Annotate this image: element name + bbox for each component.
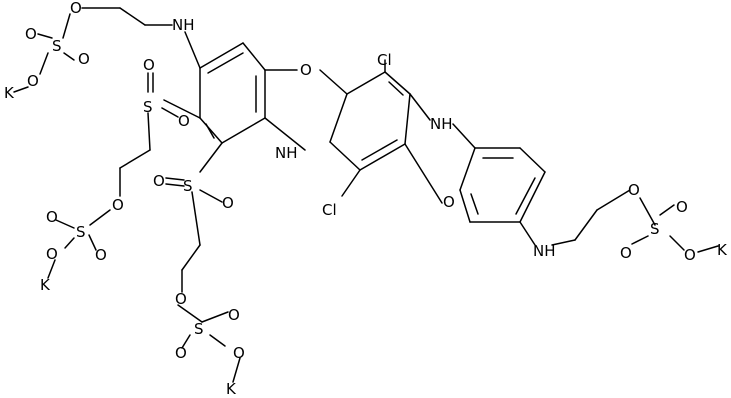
- atom-cl-top: Cl: [377, 51, 392, 69]
- atom-s-top-left: S: [52, 37, 62, 55]
- atom-o1-sulfone-lower: O: [153, 172, 165, 190]
- atom-o1-upper-left: O: [46, 208, 58, 226]
- atom-labels: O Cl NH O Cl NH NH O S O O O K S O O O S…: [4, 0, 728, 398]
- atom-s-right: S: [650, 220, 660, 238]
- atom-o2-upper-left: O: [95, 246, 107, 264]
- atom-k-upper-left: K: [40, 276, 51, 294]
- atom-o2-sulfone-lower: O: [222, 194, 234, 212]
- atom-s-upper-left: S: [76, 223, 86, 241]
- bond-lines: [13, 7, 719, 383]
- atom-o-chain-lower-left: O: [175, 290, 187, 308]
- atom-o2-top-left: O: [78, 50, 90, 68]
- atom-o1-sulfone-upper: O: [143, 56, 155, 74]
- atom-o3-right: O: [684, 246, 696, 264]
- atom-k-top-left: K: [4, 84, 15, 102]
- atom-o3-top-left: O: [27, 72, 39, 90]
- atom-nh-ring-right: NH: [430, 115, 453, 133]
- atom-cl-bottom: Cl: [322, 201, 337, 219]
- atom-o-chain-upper-left: O: [112, 196, 124, 214]
- atom-o1-top-left: O: [25, 25, 37, 43]
- atom-s-sulfone-upper: S: [143, 98, 153, 116]
- atom-o3-lower-left: O: [233, 344, 245, 362]
- atom-nh-ring-left: NH: [275, 144, 298, 162]
- atom-o2-lower-left: O: [175, 344, 187, 362]
- atom-nh-right-chain: NH: [533, 242, 556, 260]
- atom-o-chain-top-left: O: [70, 0, 82, 17]
- atom-o3-upper-left: O: [46, 245, 58, 263]
- atom-s-lower-left: S: [194, 320, 204, 338]
- atom-o-ring-right: O: [443, 193, 455, 211]
- atom-o2-right: O: [620, 244, 632, 262]
- atom-o-ring-top: O: [300, 61, 312, 79]
- atom-k-lower-left: K: [226, 380, 237, 398]
- atom-nh-top-left: NH: [172, 16, 195, 34]
- atom-o1-right: O: [676, 198, 688, 216]
- atom-o2-sulfone-upper: O: [178, 112, 190, 130]
- atom-o1-lower-left: O: [228, 306, 240, 324]
- atom-o-chain-right: O: [628, 181, 640, 199]
- atom-k-right: K: [717, 241, 728, 259]
- atom-s-sulfone-lower: S: [183, 177, 193, 195]
